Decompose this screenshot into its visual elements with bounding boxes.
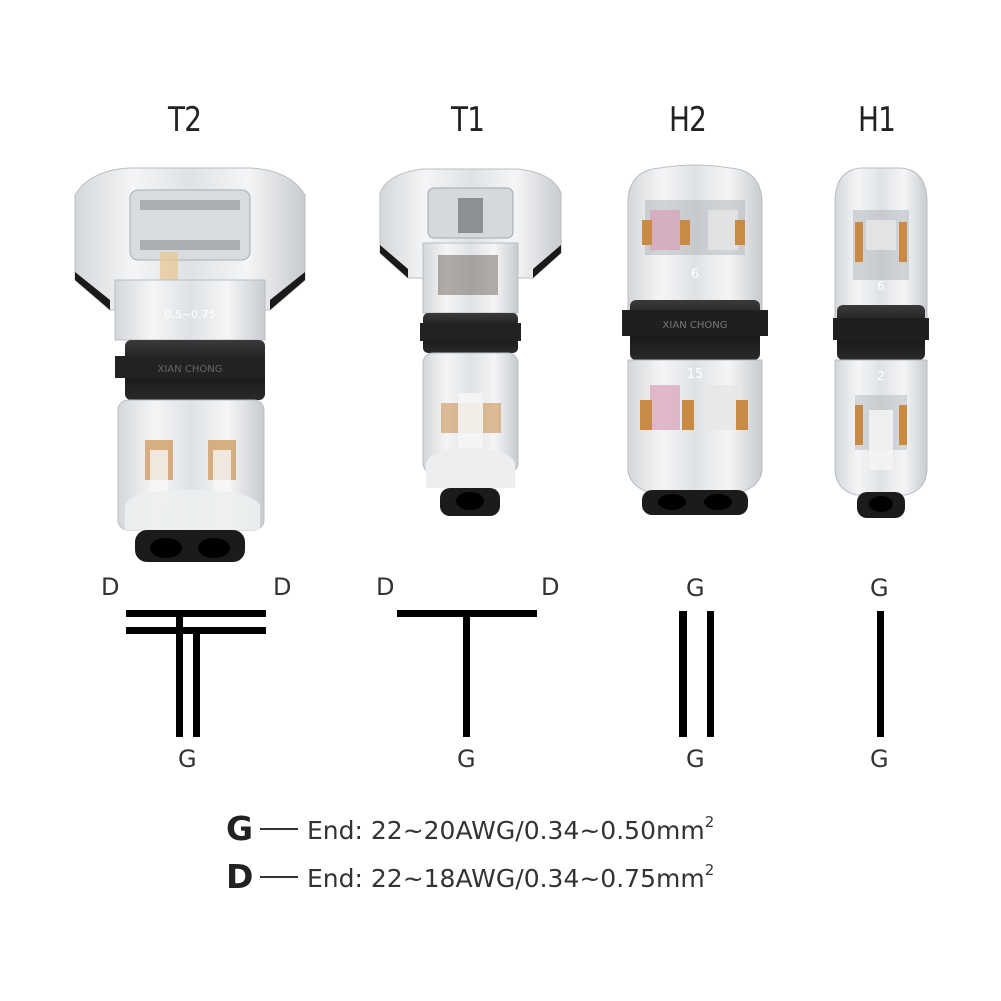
t1-stem-line bbox=[463, 617, 470, 737]
legend-text-g: End: 22~20AWG/0.34~0.50mm2 bbox=[307, 813, 715, 845]
h2-end-bottom-label: G bbox=[686, 745, 705, 773]
svg-text:6: 6 bbox=[877, 279, 885, 293]
t2-stem-right-line bbox=[193, 634, 200, 737]
t2-top-wire-line bbox=[126, 610, 266, 617]
legend-text-g-value: End: 22~20AWG/0.34~0.50mm bbox=[307, 816, 705, 845]
model-title-t1: T1 bbox=[451, 100, 485, 140]
legend-text-d: End: 22~18AWG/0.34~0.75mm2 bbox=[307, 861, 715, 893]
t1-connector-image bbox=[379, 168, 562, 516]
legend-key-d: D bbox=[226, 857, 254, 896]
h2-end-top-label: G bbox=[686, 574, 705, 602]
t1-end-left-label: D bbox=[376, 573, 395, 601]
t2-end-right-label: D bbox=[273, 573, 292, 601]
svg-text:6: 6 bbox=[691, 267, 699, 282]
legend-text-d-value: End: 22~18AWG/0.34~0.75mm bbox=[307, 864, 705, 893]
h1-end-top-label: G bbox=[870, 574, 889, 602]
h2-connector-image: 6 XIAN CHONG 15 bbox=[622, 164, 768, 515]
svg-text:2: 2 bbox=[877, 369, 885, 383]
h1-end-bottom-label: G bbox=[870, 745, 889, 773]
svg-text:XIAN CHONG: XIAN CHONG bbox=[663, 320, 728, 331]
h2-wire-right-line bbox=[707, 611, 714, 737]
svg-text:XIAN CHONG: XIAN CHONG bbox=[158, 364, 223, 375]
legend-dash-g bbox=[260, 828, 298, 830]
legend-text-g-sup: 2 bbox=[704, 813, 715, 831]
svg-text:0.5~0.75: 0.5~0.75 bbox=[164, 308, 215, 321]
h2-wire-left-line bbox=[679, 611, 687, 737]
t1-end-right-label: D bbox=[541, 573, 560, 601]
t1-top-wire-line bbox=[397, 610, 537, 617]
model-title-t2: T2 bbox=[168, 100, 202, 140]
h1-wire-line bbox=[877, 611, 884, 737]
legend-dash-d bbox=[260, 876, 298, 878]
legend-key-g: G bbox=[226, 809, 254, 848]
legend-text-d-sup: 2 bbox=[704, 861, 715, 879]
t2-end-left-label: D bbox=[101, 573, 120, 601]
h1-connector-image: 6 2 bbox=[833, 167, 929, 518]
t2-stem-left-line bbox=[176, 617, 183, 737]
svg-text:15: 15 bbox=[687, 367, 704, 382]
t2-connector-image: 0.5~0.75 XIAN CHONG bbox=[74, 167, 306, 562]
model-title-h1: H1 bbox=[858, 100, 896, 140]
t1-end-bottom-label: G bbox=[457, 745, 476, 773]
model-title-h2: H2 bbox=[669, 100, 707, 140]
t2-end-bottom-label: G bbox=[178, 745, 197, 773]
t2-second-wire-line bbox=[126, 627, 266, 634]
